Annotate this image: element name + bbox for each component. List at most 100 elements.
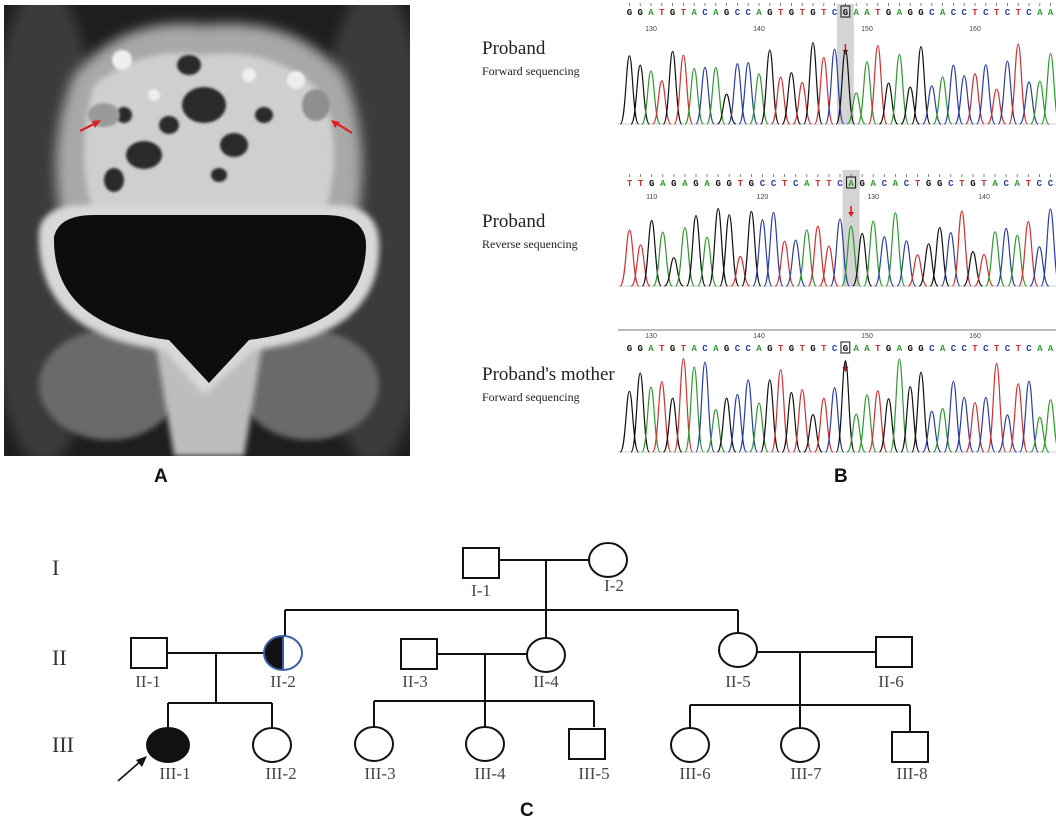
base-call: A <box>1048 8 1054 18</box>
trace-peak <box>986 88 1007 125</box>
base-call: T <box>821 344 827 354</box>
base-call: G <box>670 344 675 354</box>
base-call: A <box>940 8 946 18</box>
generation-label-III: III <box>52 732 74 757</box>
trace-peak <box>996 227 1017 287</box>
base-call: T <box>681 8 687 18</box>
base-call: G <box>715 179 720 189</box>
trace-peak <box>911 371 931 453</box>
base-call: T <box>638 179 644 189</box>
mutation-arrow-icon <box>848 212 855 217</box>
position-label: 140 <box>753 333 765 340</box>
base-call: A <box>756 344 762 354</box>
trace-peak <box>1019 380 1039 453</box>
individual-I-1-male <box>462 547 500 579</box>
base-call: C <box>771 179 777 189</box>
trace-peak <box>976 396 996 453</box>
mutation-arrow-icon <box>842 50 849 55</box>
base-call: G <box>637 8 642 18</box>
individual-II-1-male <box>130 637 168 669</box>
trace-peak <box>662 50 683 125</box>
seq-title: Proband's mother <box>482 364 615 385</box>
base-call: A <box>660 179 666 189</box>
base-call: T <box>994 344 1000 354</box>
trace-peak <box>1008 43 1028 125</box>
variant-box <box>840 341 851 354</box>
individual-III-2-female <box>252 727 292 763</box>
base-call: T <box>1015 344 1021 354</box>
base-call: G <box>693 179 698 189</box>
seq-subtitle: Forward sequencing <box>482 390 580 404</box>
trace-peak <box>986 362 1007 453</box>
position-label: 140 <box>753 26 765 33</box>
trace-peak <box>803 413 823 453</box>
base-call: T <box>681 344 687 354</box>
trace-peak <box>706 66 726 125</box>
base-call: C <box>1005 8 1011 18</box>
base-call: T <box>826 179 832 189</box>
trace-peak <box>929 226 950 287</box>
panel-label-a: A <box>154 466 168 487</box>
position-label: 150 <box>861 333 873 340</box>
base-call: T <box>972 8 978 18</box>
base-call: A <box>1048 344 1054 354</box>
base-call: G <box>937 179 942 189</box>
base-call: A <box>871 179 877 189</box>
base-call: T <box>782 179 788 189</box>
individual-III-5-male <box>568 728 606 760</box>
base-call: G <box>627 8 632 18</box>
individual-III-8-male <box>891 731 929 763</box>
trace-peak <box>652 381 672 453</box>
label-III-5: III-5 <box>578 764 609 783</box>
trace-peak <box>792 389 812 453</box>
base-call: G <box>886 344 891 354</box>
trace-peak <box>738 379 758 453</box>
base-call: G <box>767 8 772 18</box>
base-call: T <box>915 179 921 189</box>
trace-peak <box>835 49 856 125</box>
base-call: G <box>671 179 676 189</box>
trace-peak <box>889 53 910 125</box>
base-call: G <box>749 179 754 189</box>
base-call: A <box>704 179 710 189</box>
trace-peak <box>1040 208 1056 287</box>
base-call: A <box>682 179 688 189</box>
base-call: A <box>897 344 903 354</box>
base-call: T <box>799 8 805 18</box>
base-call: T <box>1026 179 1032 189</box>
base-call: A <box>756 8 762 18</box>
base-call: C <box>1005 344 1011 354</box>
base-call: G <box>727 179 732 189</box>
base-call: C <box>832 344 838 354</box>
base-call: G <box>649 179 654 189</box>
trace-peak <box>911 46 931 125</box>
generation-label-I: I <box>52 555 59 580</box>
label-III-1: III-1 <box>159 764 190 783</box>
trace-peak <box>738 62 758 125</box>
label-III-2: III-2 <box>265 764 296 783</box>
base-call: A <box>893 179 899 189</box>
base-call: G <box>670 8 675 18</box>
base-call: A <box>940 344 946 354</box>
variant-box <box>840 5 851 18</box>
base-call: C <box>837 179 843 189</box>
base-call: C <box>702 344 708 354</box>
individual-II-5-female <box>718 632 758 668</box>
base-call: C <box>929 344 935 354</box>
base-call: C <box>745 344 751 354</box>
base-call: C <box>793 179 799 189</box>
trace-peak <box>673 358 694 453</box>
base-call: C <box>929 8 935 18</box>
base-call: G <box>886 8 891 18</box>
trace-peak <box>868 390 888 453</box>
trace-peak <box>878 82 899 125</box>
individual-III-1-proband-affected <box>146 727 190 763</box>
label-III-3: III-3 <box>364 764 395 783</box>
trace-peak <box>818 245 839 287</box>
trace-peak <box>619 55 640 125</box>
trace-peak <box>708 208 729 287</box>
base-call: T <box>627 179 633 189</box>
trace-peak <box>1029 246 1050 287</box>
base-call: G <box>970 179 975 189</box>
